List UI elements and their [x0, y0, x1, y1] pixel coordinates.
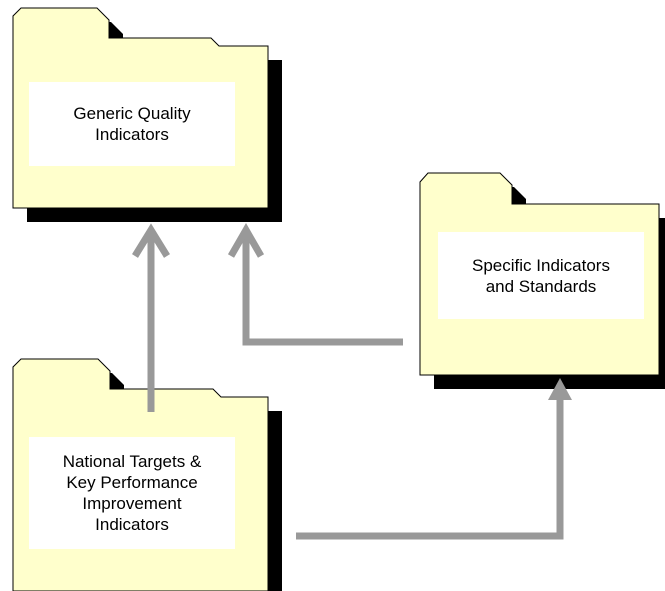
arrow-national-to-specific-head [548, 378, 572, 400]
specific-indicators-label: Specific Indicators and Standards [438, 232, 644, 319]
generic-quality-indicators-text: Generic Quality Indicators [73, 104, 191, 144]
arrow-national-to-generic [132, 223, 170, 412]
arrow-specific-to-generic [227, 222, 403, 346]
arrow-national-to-specific-shaft [296, 394, 564, 540]
arrow-specific-to-generic-shaft [242, 236, 403, 346]
arrow-national-to-generic-head [132, 223, 170, 258]
specific-indicators-text: Specific Indicators and Standards [472, 255, 610, 296]
arrow-specific-to-generic-head [227, 222, 265, 258]
generic-quality-indicators-label: Generic Quality Indicators [29, 82, 235, 166]
national-targets-text: National Targets & Key Performance Impro… [62, 452, 202, 534]
arrow-national-to-specific [296, 394, 564, 540]
national-targets-label: National Targets & Key Performance Impro… [29, 437, 235, 549]
